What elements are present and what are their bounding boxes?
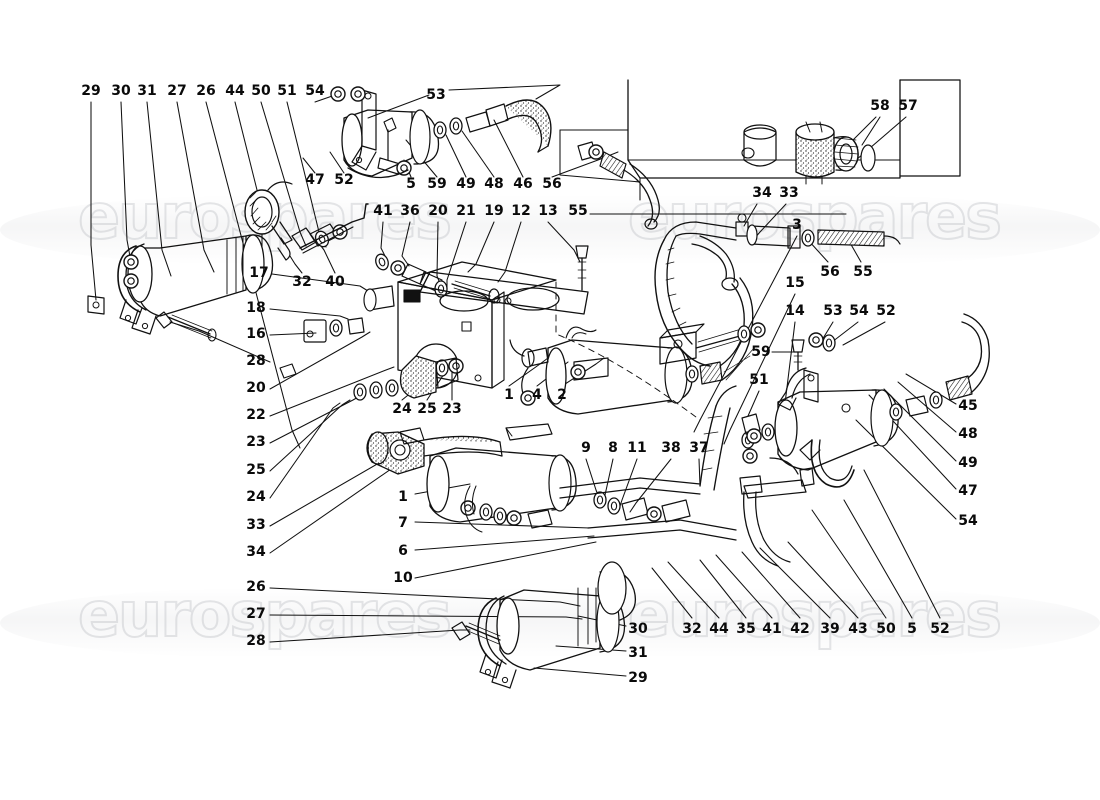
callout-number[interactable]: 35: [736, 621, 756, 637]
callout-number[interactable]: 52: [334, 172, 354, 188]
callout-number[interactable]: 30: [628, 621, 648, 637]
callout-number[interactable]: 43: [848, 621, 868, 637]
callout-number[interactable]: 41: [762, 621, 782, 637]
callout-number[interactable]: 1: [504, 387, 514, 403]
callout-number[interactable]: 31: [628, 645, 648, 661]
callout-number[interactable]: 28: [246, 633, 266, 649]
callout-number[interactable]: 45: [958, 398, 978, 414]
callout-number[interactable]: 17: [249, 265, 269, 281]
callout-number[interactable]: 53: [823, 303, 843, 319]
callout-number[interactable]: 27: [246, 606, 266, 622]
callout-number[interactable]: 49: [958, 455, 978, 471]
callout-number[interactable]: 54: [958, 513, 978, 529]
callout-number[interactable]: 24: [392, 401, 412, 417]
callout-number[interactable]: 34: [752, 185, 772, 201]
callout-number[interactable]: 54: [305, 83, 325, 99]
callout-number[interactable]: 36: [400, 203, 420, 219]
callout-number[interactable]: 4: [532, 387, 542, 403]
callout-number[interactable]: 15: [785, 275, 805, 291]
callout-number[interactable]: 11: [627, 440, 647, 456]
callout-number[interactable]: 48: [958, 426, 978, 442]
callout-number[interactable]: 26: [246, 579, 266, 595]
callout-number[interactable]: 56: [820, 264, 840, 280]
callout-number[interactable]: 50: [251, 83, 271, 99]
callout-number[interactable]: 26: [196, 83, 216, 99]
callout-number[interactable]: 12: [511, 203, 531, 219]
callout-number[interactable]: 37: [689, 440, 709, 456]
callout-number[interactable]: 56: [542, 176, 562, 192]
callout-number[interactable]: 32: [292, 274, 312, 290]
callout-number[interactable]: 39: [820, 621, 840, 637]
callout-number[interactable]: 32: [682, 621, 702, 637]
callout-number[interactable]: 10: [393, 570, 413, 586]
callout-number[interactable]: 23: [246, 434, 266, 450]
callout-number[interactable]: 48: [484, 176, 504, 192]
callout-number[interactable]: 54: [849, 303, 869, 319]
callout-number[interactable]: 41: [373, 203, 393, 219]
callout-number[interactable]: 58: [870, 98, 890, 114]
callout-number[interactable]: 52: [930, 621, 950, 637]
callout-number[interactable]: 44: [709, 621, 729, 637]
callout-number[interactable]: 42: [790, 621, 810, 637]
callout-number[interactable]: 9: [581, 440, 591, 456]
callout-number[interactable]: 24: [246, 489, 266, 505]
callout-number[interactable]: 34: [246, 544, 266, 560]
callout-number[interactable]: 47: [305, 172, 325, 188]
callout-number[interactable]: 8: [608, 440, 618, 456]
callout-number[interactable]: 59: [427, 176, 447, 192]
callout-number[interactable]: 57: [898, 98, 918, 114]
callout-number[interactable]: 33: [246, 517, 266, 533]
callout-number[interactable]: 33: [779, 185, 799, 201]
callout-number[interactable]: 13: [538, 203, 558, 219]
callout-number[interactable]: 55: [568, 203, 588, 219]
callout-number[interactable]: 5: [907, 621, 917, 637]
callout-number[interactable]: 6: [398, 543, 408, 559]
callout-number[interactable]: 51: [749, 372, 769, 388]
callout-number[interactable]: 59: [751, 344, 771, 360]
callout-number[interactable]: 52: [876, 303, 896, 319]
callout-number[interactable]: 23: [442, 401, 462, 417]
callout-number[interactable]: 25: [417, 401, 437, 417]
callout-number[interactable]: 22: [246, 407, 266, 423]
callout-number[interactable]: 19: [484, 203, 504, 219]
callout-number[interactable]: 49: [456, 176, 476, 192]
callout-number[interactable]: 46: [513, 176, 533, 192]
callout-number[interactable]: 40: [325, 274, 345, 290]
callout-number[interactable]: 3: [792, 217, 802, 233]
callout-number[interactable]: 14: [785, 303, 805, 319]
callout-number[interactable]: 53: [426, 87, 446, 103]
callout-number[interactable]: 27: [167, 83, 187, 99]
callout-number[interactable]: 47: [958, 483, 978, 499]
callout-number[interactable]: 55: [853, 264, 873, 280]
callout-number[interactable]: 31: [137, 83, 157, 99]
callout-number[interactable]: 25: [246, 462, 266, 478]
callout-number[interactable]: 16: [246, 326, 266, 342]
callout-number[interactable]: 20: [246, 380, 266, 396]
callout-number[interactable]: 5: [406, 176, 416, 192]
callout-number[interactable]: 50: [876, 621, 896, 637]
callout-number[interactable]: 44: [225, 83, 245, 99]
callout-number[interactable]: 29: [628, 670, 648, 686]
callout-number[interactable]: 18: [246, 300, 266, 316]
callout-number[interactable]: 38: [661, 440, 681, 456]
watermark-text: eurospares: [77, 577, 453, 652]
callout-number[interactable]: 7: [398, 515, 408, 531]
callout-number[interactable]: 1: [398, 489, 408, 505]
callout-number[interactable]: 29: [81, 83, 101, 99]
callout-number[interactable]: 30: [111, 83, 131, 99]
callout-number[interactable]: 28: [246, 353, 266, 369]
callout-number[interactable]: 21: [456, 203, 476, 219]
watermark-text: eurospares: [627, 179, 1003, 254]
callout-number[interactable]: 20: [428, 203, 448, 219]
callout-number[interactable]: 2: [557, 387, 567, 403]
callout-number[interactable]: 51: [277, 83, 297, 99]
